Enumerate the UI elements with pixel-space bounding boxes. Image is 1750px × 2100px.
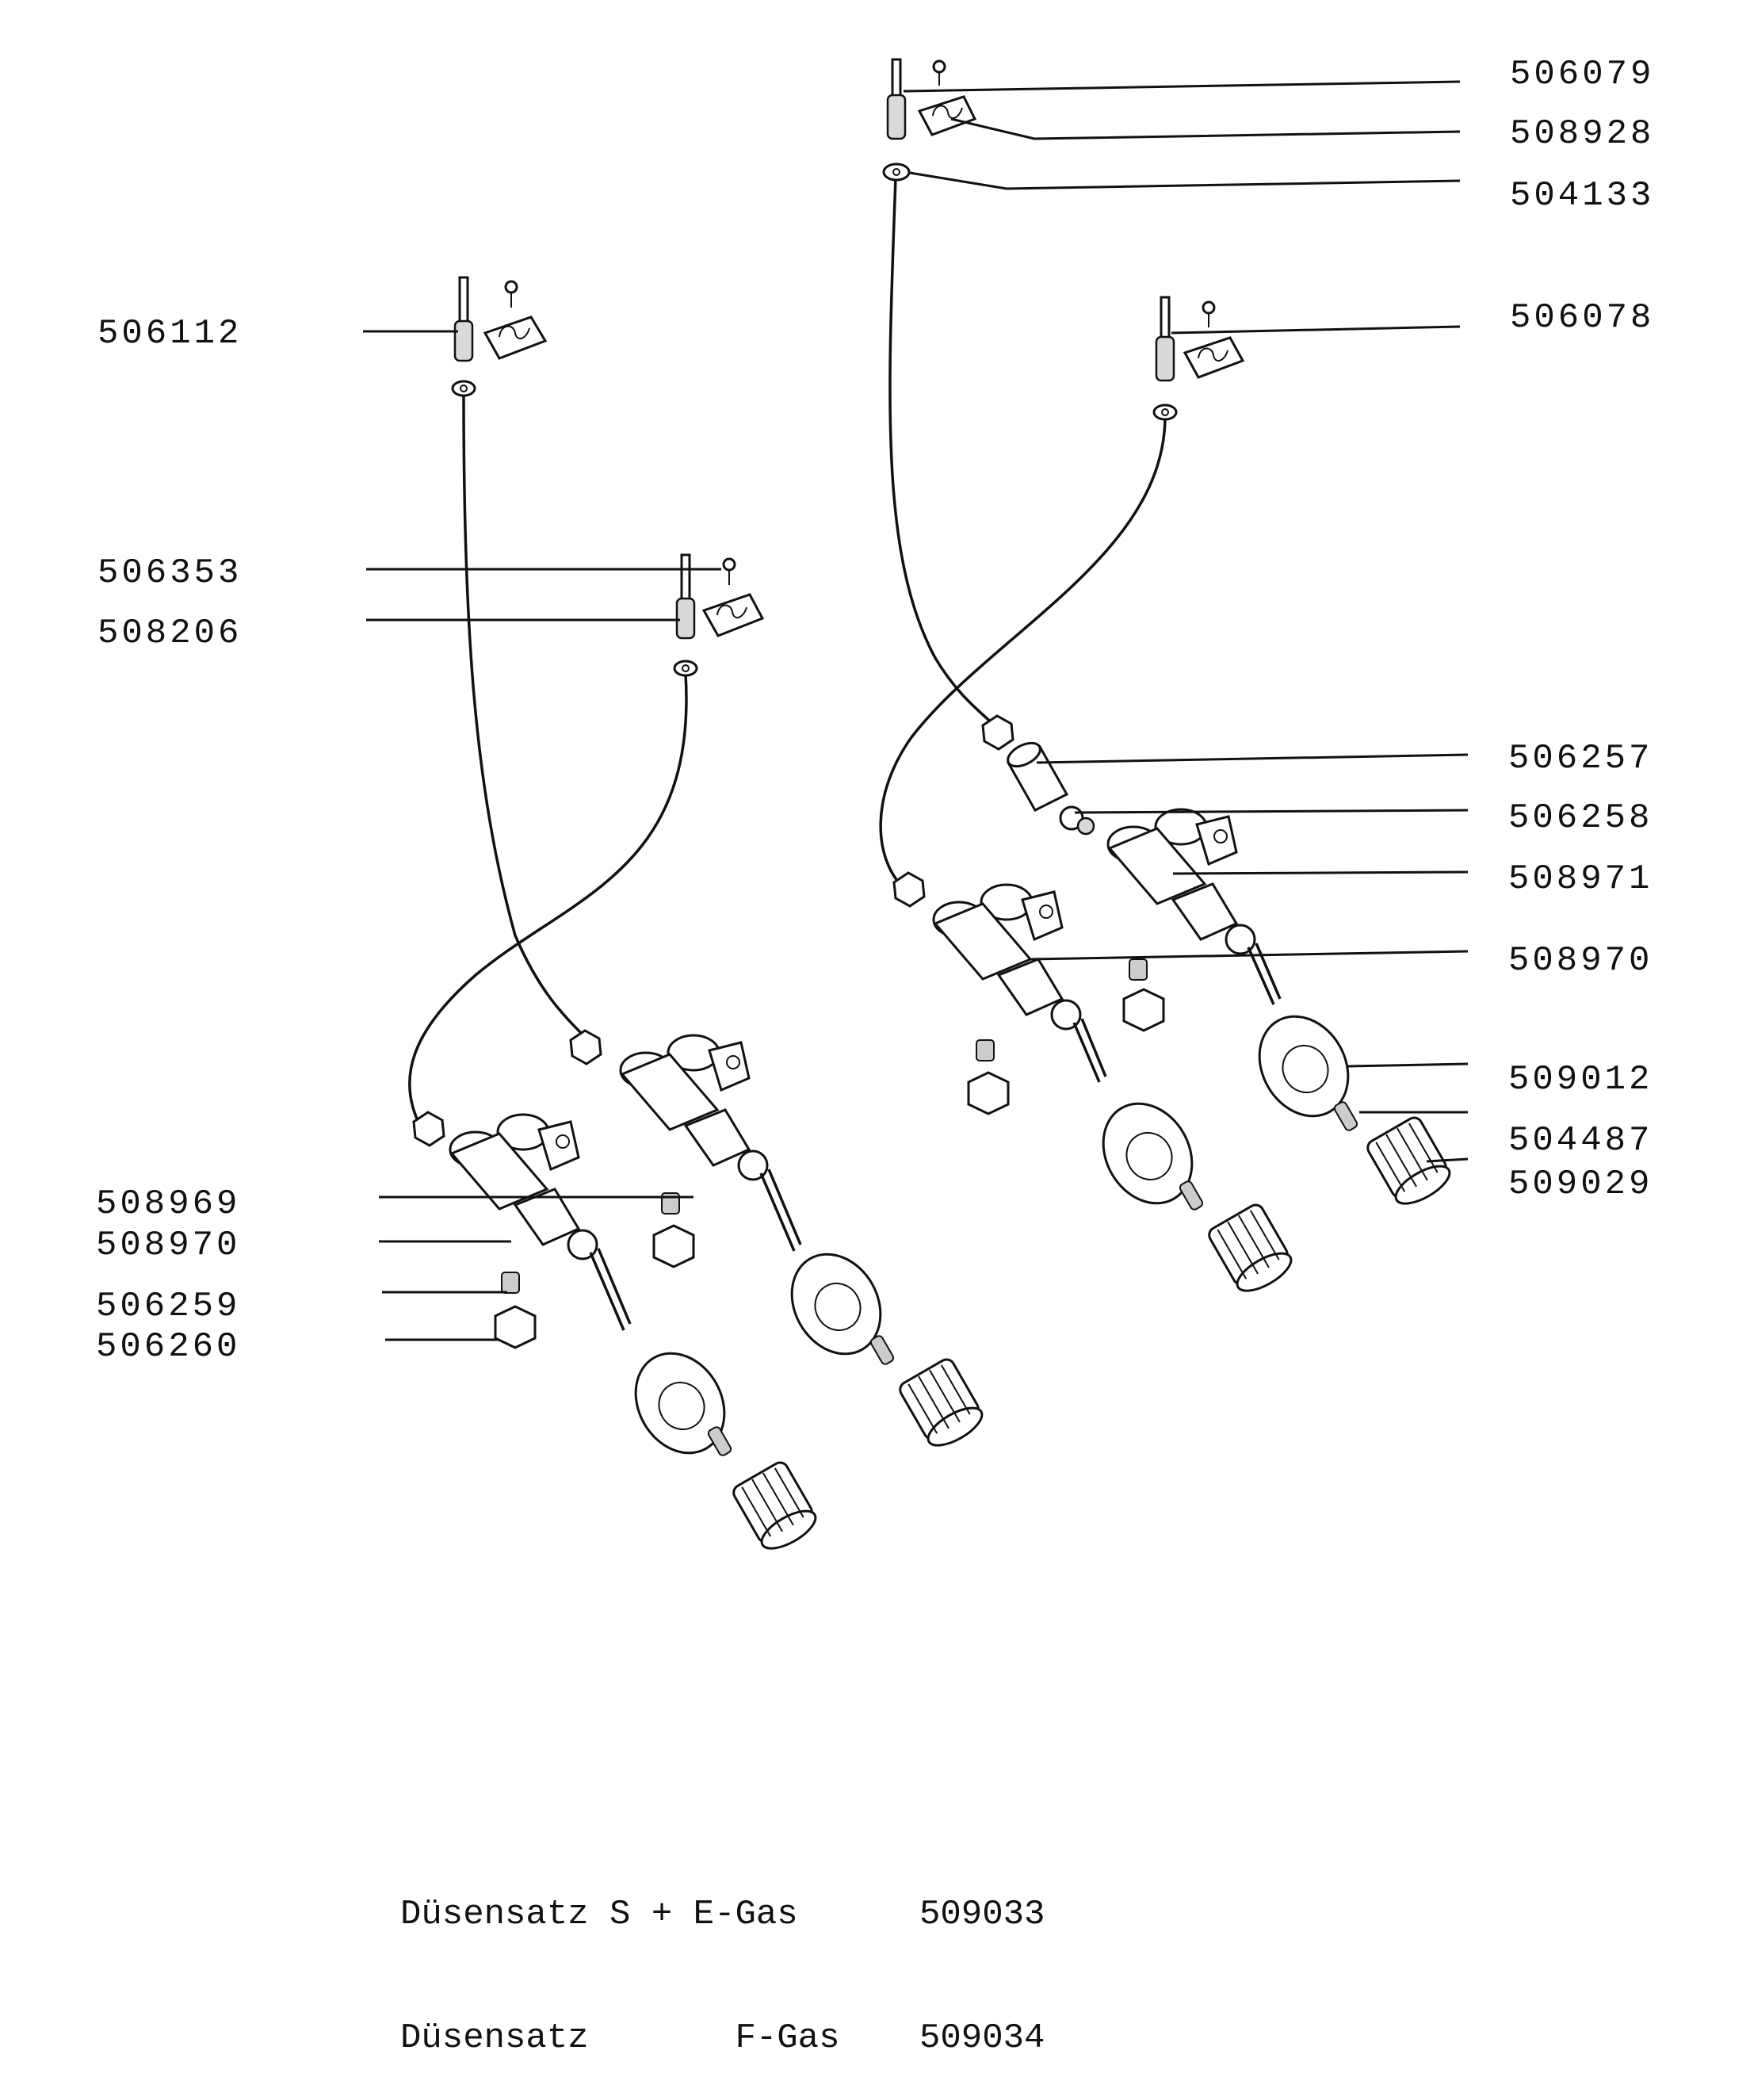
thermocouple-tubes — [408, 178, 1167, 1127]
part-label-509012: 509012 — [1508, 1060, 1653, 1100]
gas-valve-left-back — [619, 1034, 802, 1252]
gas-valve-left-front — [449, 1113, 632, 1331]
part-label-508969: 508969 — [96, 1184, 240, 1224]
part-label-506259: 506259 — [96, 1287, 240, 1326]
tube-nuts — [412, 714, 1014, 1147]
nozzle-set-table: Düsensatz S + E-Gas 509033 Düsensatz F-Ga… — [400, 1811, 1045, 2100]
knobs — [732, 1116, 1451, 1550]
part-label-506353: 506353 — [97, 553, 242, 593]
knob-rings — [634, 1015, 1350, 1455]
part-label-509029: 509029 — [1508, 1165, 1653, 1204]
part-label-506257: 506257 — [1508, 739, 1653, 778]
part-label-508206: 508206 — [97, 614, 242, 653]
part-label-508928: 508928 — [1510, 114, 1654, 154]
gas-valve-right-front — [932, 883, 1107, 1083]
exploded-parts-diagram: 506112 506353 508206 508969 508970 50625… — [96, 55, 1654, 1550]
nozzle-set-name: Düsensatz S + E-Gas — [400, 1895, 798, 1934]
nozzles — [501, 958, 1148, 1294]
thermocouple-head-506079 — [882, 58, 977, 182]
part-label-508971: 508971 — [1508, 859, 1653, 899]
part-label-504487: 504487 — [1508, 1121, 1653, 1161]
nozzle-set-row: Düsensatz S + E-Gas 509033 — [400, 1894, 1045, 1935]
nozzle-set-row: Düsensatz F-Gas 509034 — [400, 2018, 1045, 2059]
nozzle-set-number: 509034 — [919, 2018, 1045, 2058]
part-label-508970-right: 508970 — [1508, 941, 1653, 981]
leader-lines — [363, 80, 1469, 1341]
part-label-506258: 506258 — [1508, 798, 1653, 838]
valve-nuts — [494, 988, 1165, 1349]
adapter-506257 — [1006, 741, 1069, 812]
part-label-506078: 506078 — [1510, 298, 1654, 338]
springs — [707, 1101, 1358, 1456]
part-label-506260: 506260 — [96, 1327, 240, 1367]
gas-valve-right-back — [1106, 808, 1282, 1005]
thermocouple-head-506078 — [1152, 296, 1245, 421]
part-label-508970-left: 508970 — [96, 1226, 240, 1265]
thermocouple-head-508206 — [673, 553, 765, 677]
part-label-506112: 506112 — [97, 314, 242, 354]
part-label-506079: 506079 — [1510, 55, 1654, 94]
part-label-504133: 504133 — [1510, 176, 1654, 216]
nozzle-set-name: Düsensatz F-Gas — [400, 2018, 840, 2058]
adapter-506258 — [1059, 805, 1095, 836]
nozzle-set-number: 509033 — [919, 1895, 1045, 1934]
thermocouple-head-506112 — [451, 276, 548, 397]
